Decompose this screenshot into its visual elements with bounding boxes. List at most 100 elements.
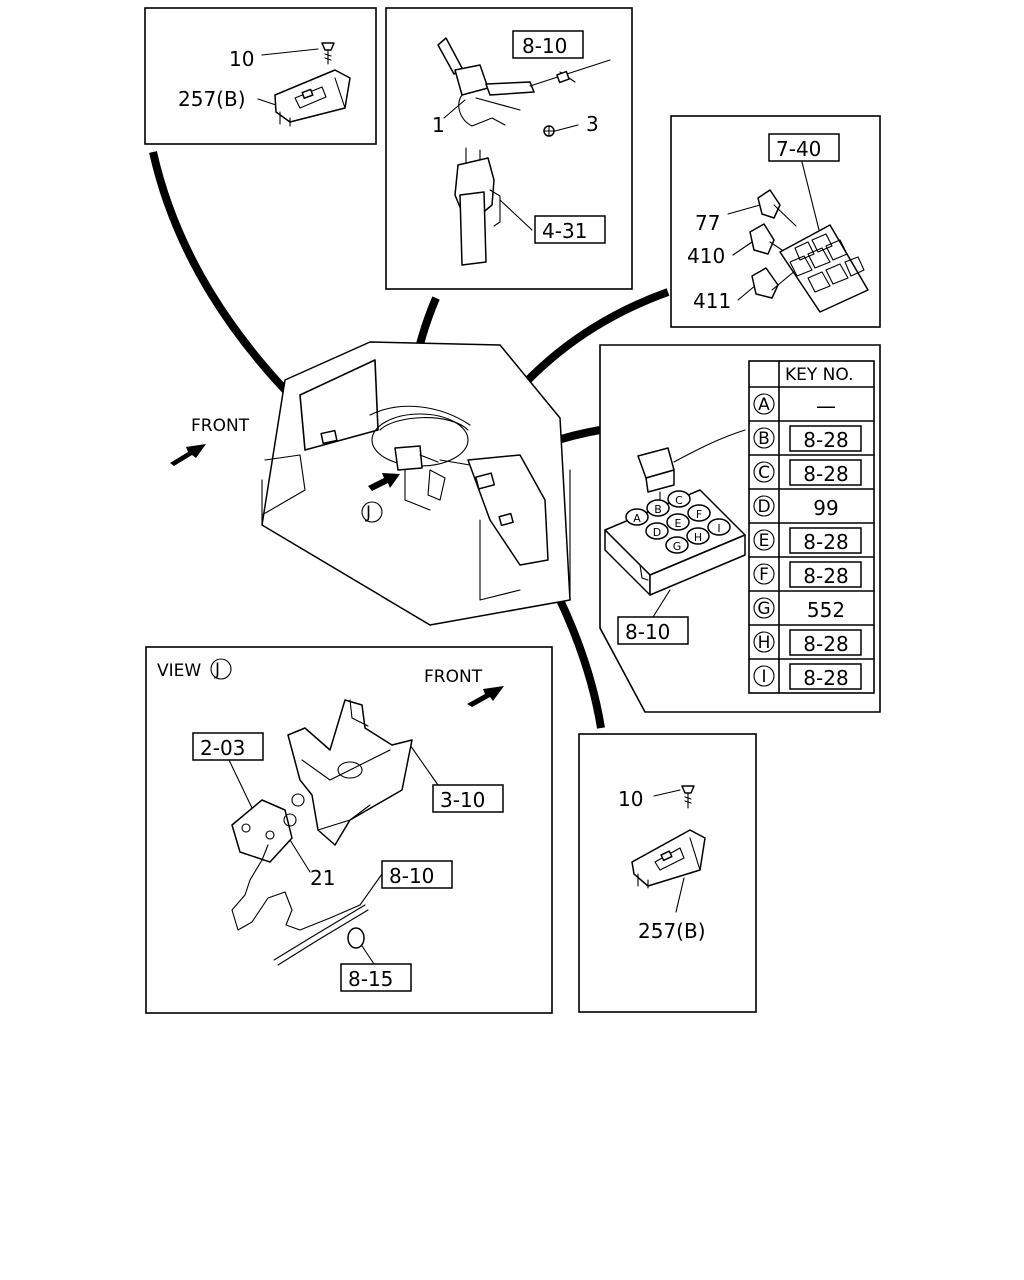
- key-letter: I: [761, 667, 766, 687]
- ref-8-15-text: 8-15: [348, 967, 393, 991]
- relay-socket-letter: F: [696, 508, 702, 521]
- label-part-410: 410: [687, 244, 725, 268]
- label-part-257b: 257(B): [178, 87, 246, 111]
- ref-box-8-10: [512, 30, 584, 59]
- key-letter: A: [758, 395, 770, 415]
- view-j-letter: J: [214, 660, 220, 680]
- view-title: VIEW: [157, 661, 201, 681]
- switch-bracket-icon: [231, 793, 305, 881]
- relay-socket: C: [667, 490, 691, 508]
- relay-socket-letter: D: [653, 526, 661, 539]
- key-value: 99: [813, 496, 838, 520]
- panel-view-j: VIEW J FRONT 2-03 3-10 21 8-10 8-15: [145, 646, 553, 1014]
- relay-socket-letter: C: [675, 494, 683, 507]
- screw-icon: [681, 785, 695, 809]
- key-value: 8-28: [803, 530, 848, 554]
- key-letter-circle: [753, 393, 775, 415]
- label-part-1: 1: [432, 113, 445, 137]
- view-arrow-icon: [368, 473, 400, 491]
- front-arrow-icon: [467, 686, 504, 707]
- label-part-10: 10: [229, 47, 254, 71]
- key-table-row: A—: [753, 393, 836, 418]
- switch-bezel-icon: [631, 829, 706, 889]
- steering-column-icon: [454, 147, 533, 266]
- view-j-circle: [210, 658, 232, 680]
- label-part-77: 77: [695, 211, 720, 235]
- ref-box-7-40: [768, 133, 840, 162]
- relay-unit-icon: [637, 429, 746, 509]
- key-ref-box: [789, 629, 862, 656]
- relay-socket: B: [646, 499, 670, 517]
- key-ref-box: [789, 561, 862, 588]
- bracket-icon: [287, 699, 413, 846]
- dashboard-illustration: [261, 341, 571, 626]
- key-letter-circle: [753, 665, 775, 687]
- key-table-header: KEY NO.: [785, 365, 854, 385]
- ref-box-8-10: [381, 860, 453, 889]
- key-value: 552: [807, 598, 845, 622]
- panel-column-switch: 8-10 1 3 4-31: [385, 7, 633, 290]
- screw-3-icon: [543, 124, 579, 137]
- ref-8-10-text: 8-10: [522, 34, 567, 58]
- ref-7-40-text: 7-40: [776, 137, 821, 161]
- key-table-row: I 8-28: [748, 658, 875, 690]
- ref-8-10-text: 8-10: [625, 620, 670, 644]
- key-value: 8-28: [803, 666, 848, 690]
- key-letter-circle: [753, 529, 775, 551]
- key-letter-circle: [753, 563, 775, 585]
- relay-socket: G: [665, 536, 689, 554]
- key-value: 8-28: [803, 462, 848, 486]
- relay-socket: I: [707, 518, 731, 536]
- relay-socket-letter: G: [673, 540, 682, 553]
- relay-socket: H: [686, 527, 710, 545]
- relay-411-icon: [751, 267, 797, 299]
- key-ref-box: [789, 425, 862, 452]
- label-part-257b: 257(B): [638, 919, 706, 943]
- key-ref-box: [789, 459, 862, 486]
- relay-socket: F: [687, 504, 711, 522]
- front-label: FRONT: [424, 667, 483, 687]
- front-label: FRONT: [191, 416, 250, 436]
- panel-frame: [385, 7, 633, 290]
- relay-socket: A: [625, 508, 649, 526]
- relay-socket-letter: E: [675, 517, 682, 530]
- ref-box-3-10: [432, 784, 504, 813]
- key-letter-circle: [753, 461, 775, 483]
- label-part-10: 10: [618, 787, 643, 811]
- relay-socket-grid: ABC D E F GHI: [625, 490, 731, 554]
- key-ref-box: [789, 663, 862, 690]
- key-letter: B: [758, 429, 770, 449]
- ref-box-2-03: [192, 732, 264, 761]
- door-switch: [320, 429, 338, 445]
- relay-socket: D: [645, 522, 669, 540]
- key-value: 8-28: [803, 428, 848, 452]
- label-part-411: 411: [693, 289, 731, 313]
- key-table-row: G 552: [748, 590, 875, 622]
- screw-icon: [321, 42, 335, 65]
- key-letter-circle: [753, 495, 775, 517]
- view-j-circle: [361, 501, 383, 523]
- panel-relays: 7-40 77 410 411: [670, 115, 881, 328]
- key-letter-circle: [753, 427, 775, 449]
- label-part-3: 3: [586, 112, 599, 136]
- key-letter: C: [758, 463, 770, 483]
- view-j-letter: J: [365, 503, 371, 523]
- front-arrow-icon: [170, 444, 206, 466]
- ref-box-4-31: [534, 215, 606, 244]
- relay-socket-letter: B: [654, 503, 662, 516]
- key-letter: G: [757, 599, 770, 619]
- panel-door-switch-top: 10 257(B): [144, 7, 377, 145]
- ref-4-31-text: 4-31: [542, 219, 587, 243]
- key-value: 8-28: [803, 564, 848, 588]
- key-letter-circle: [753, 631, 775, 653]
- ref-2-03-text: 2-03: [200, 736, 245, 760]
- door-window: [299, 359, 379, 451]
- view-j-pointer: J: [361, 473, 400, 523]
